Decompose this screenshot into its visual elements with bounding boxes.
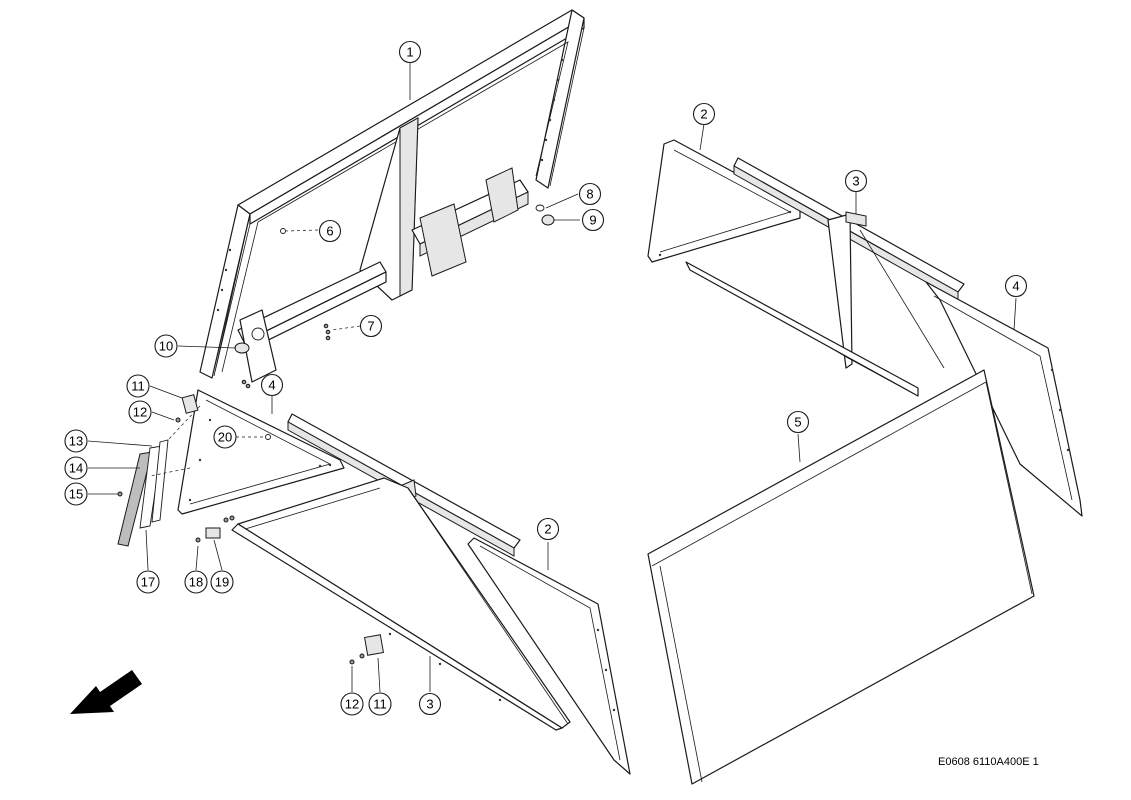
svg-text:17: 17 [141, 575, 155, 590]
callout-13: 13 [64, 429, 88, 453]
callout-17: 17 [136, 570, 160, 594]
svg-text:13: 13 [69, 434, 83, 449]
strip-parts [117, 439, 169, 547]
callout-3a: 3 [844, 169, 868, 193]
callout-5: 5 [786, 410, 810, 434]
callout-11a: 11 [126, 374, 150, 398]
callout-14: 14 [64, 456, 88, 480]
callout-7: 7 [359, 314, 383, 338]
svg-text:15: 15 [69, 487, 83, 502]
svg-text:7: 7 [367, 319, 374, 334]
callout-19: 19 [210, 570, 234, 594]
part-4-panel-left [177, 389, 345, 515]
svg-text:8: 8 [586, 187, 593, 202]
part-2-triangle-left [467, 537, 631, 775]
svg-text:19: 19 [215, 575, 229, 590]
callout-6: 6 [318, 219, 342, 243]
callout-12a: 12 [128, 400, 152, 424]
arrow-icon [70, 670, 142, 714]
svg-text:20: 20 [218, 430, 232, 445]
svg-text:1: 1 [406, 45, 413, 60]
callout-4b: 4 [260, 373, 284, 397]
part-5-large-panel [647, 369, 1035, 785]
callout-3b: 3 [418, 692, 442, 716]
part-3-beam-right [685, 157, 965, 397]
part-4-panel-right [925, 281, 1083, 517]
part-2-triangle-right [647, 139, 801, 263]
drawing-code: E0608 6110A400E 1 [938, 756, 1039, 768]
svg-text:11: 11 [131, 379, 145, 394]
hardware [117, 204, 555, 665]
svg-text:2: 2 [544, 522, 551, 537]
svg-text:5: 5 [794, 415, 801, 430]
svg-text:14: 14 [69, 461, 83, 476]
svg-text:6: 6 [326, 224, 333, 239]
svg-text:2: 2 [700, 107, 707, 122]
svg-text:10: 10 [159, 339, 173, 354]
callout-8: 8 [578, 182, 602, 206]
svg-text:4: 4 [1012, 279, 1019, 294]
callout-15: 15 [64, 482, 88, 506]
svg-text:12: 12 [345, 697, 359, 712]
leader-lines [87, 62, 1017, 693]
frame-holes [216, 58, 564, 312]
callout-9: 9 [581, 208, 605, 232]
svg-text:12: 12 [133, 405, 147, 420]
svg-text:9: 9 [589, 213, 596, 228]
callout-2b: 2 [536, 517, 560, 541]
callout-2a: 2 [692, 102, 716, 126]
callout-12b: 12 [340, 692, 364, 716]
svg-text:3: 3 [426, 697, 433, 712]
part-3-panel-left [231, 477, 571, 731]
callout-18: 18 [184, 570, 208, 594]
callout-4a: 4 [1004, 274, 1028, 298]
callout-10: 10 [154, 334, 178, 358]
svg-text:3: 3 [852, 174, 859, 189]
callout-11b: 11 [368, 692, 392, 716]
callout-20: 20 [213, 425, 237, 449]
svg-text:4: 4 [268, 378, 275, 393]
callout-1: 1 [398, 40, 422, 64]
svg-text:18: 18 [189, 575, 203, 590]
part-1-rear-frame [199, 9, 585, 383]
svg-text:11: 11 [373, 697, 387, 712]
